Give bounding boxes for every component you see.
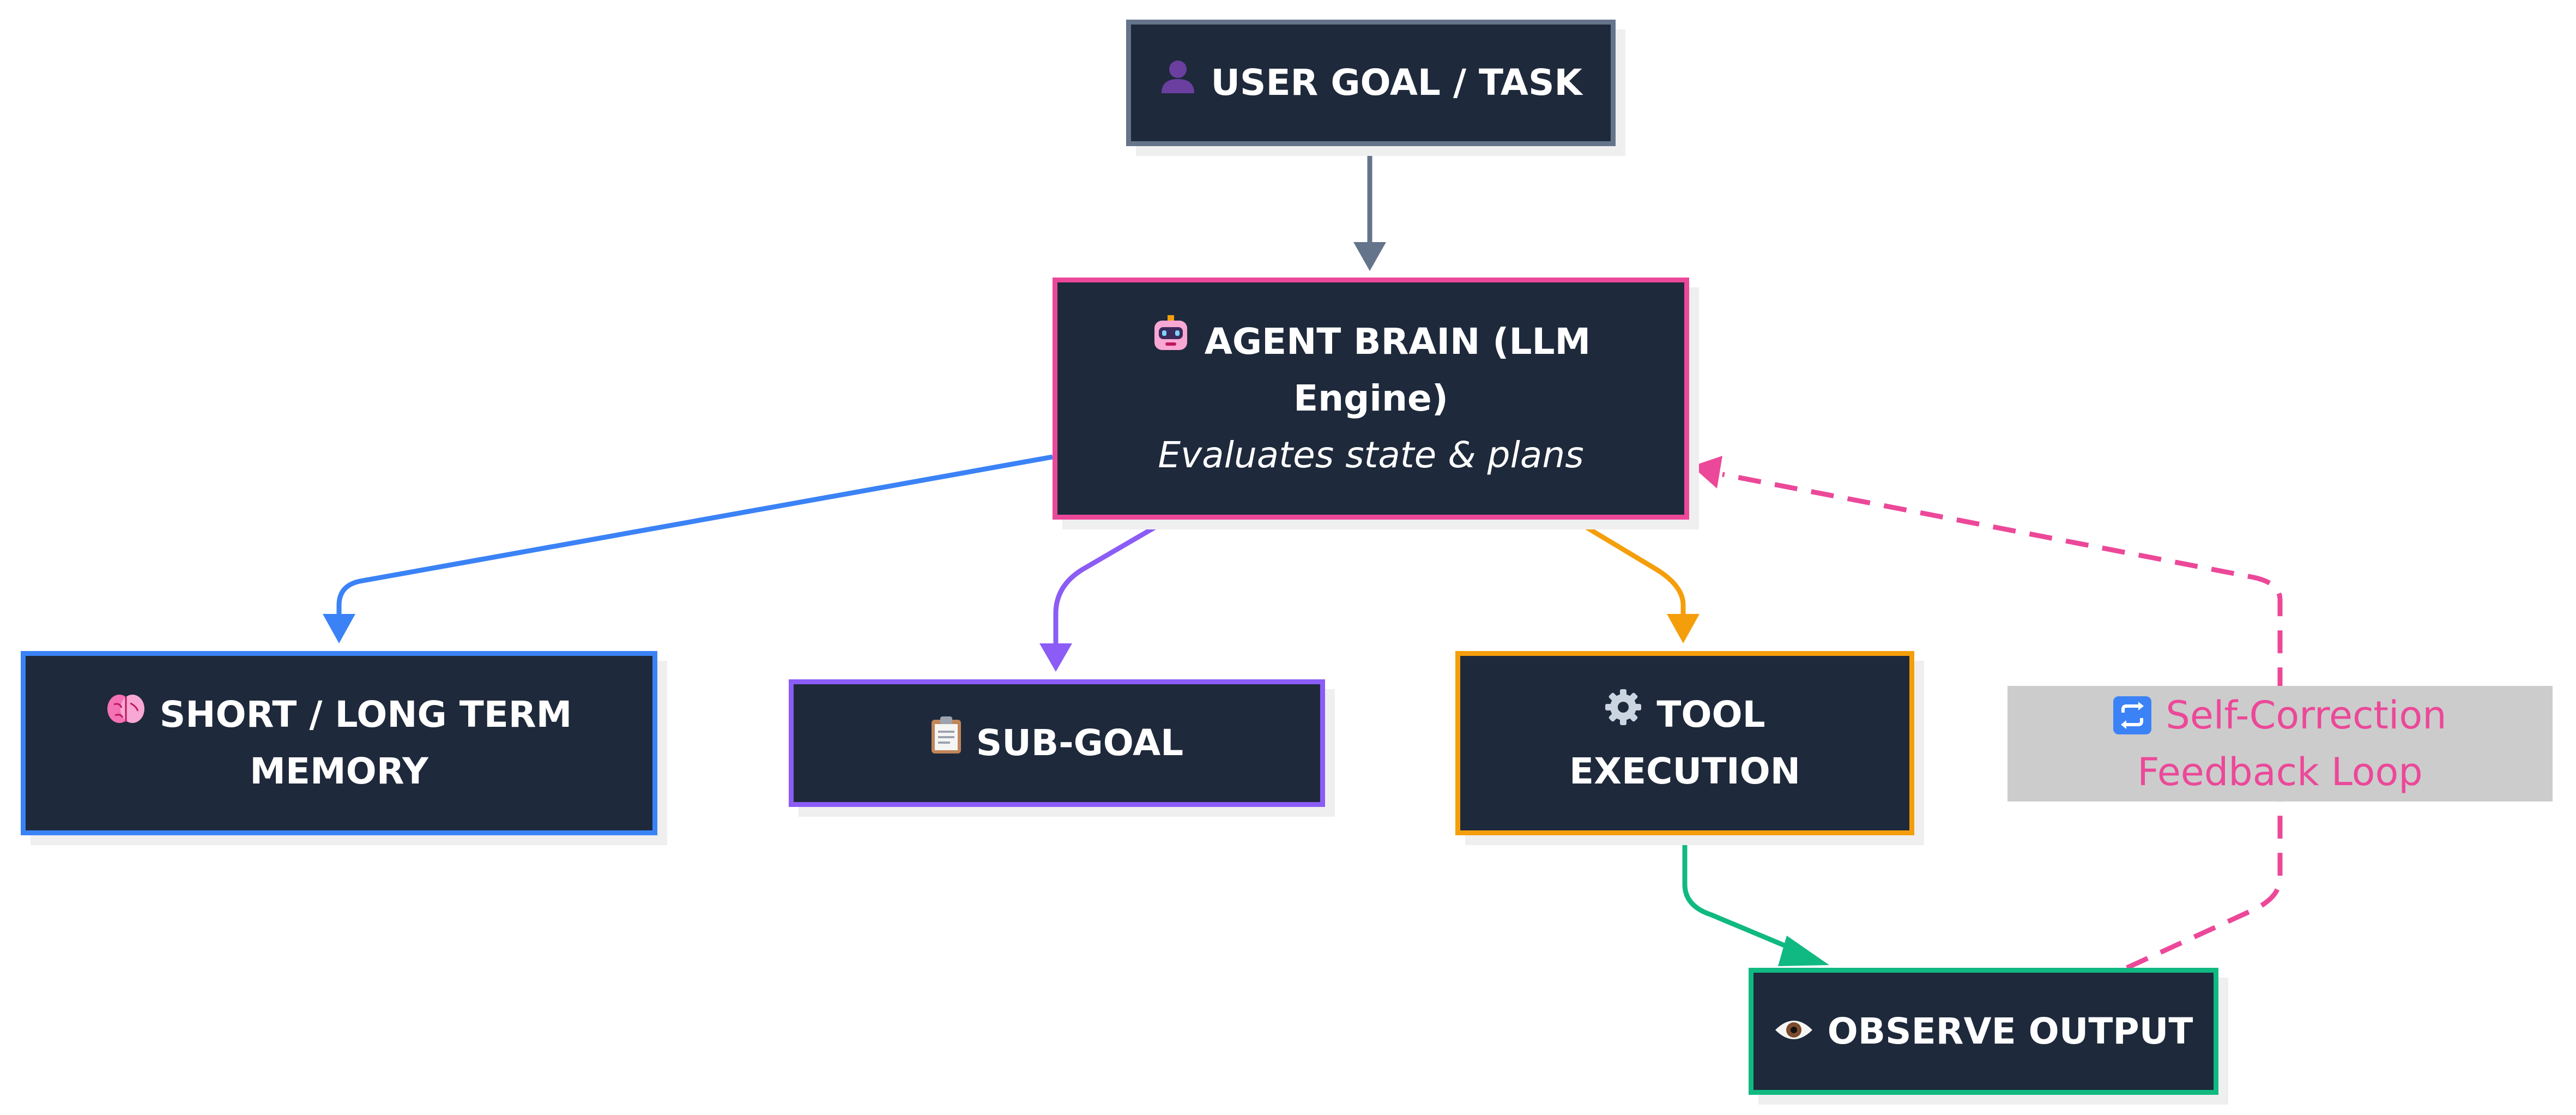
node-brain-label-line1: AGENT BRAIN (LLM: [1204, 321, 1591, 363]
edge-tool-to-observe: [1682, 835, 1829, 966]
brain-icon: [106, 686, 146, 743]
robot-icon: [1151, 314, 1190, 370]
clipboard-icon: [930, 715, 962, 772]
node-tool-label-line2: EXECUTION: [1569, 750, 1800, 792]
edge-brain-to-subgoal: [1039, 517, 1170, 672]
edge-brain-to-memory: [323, 454, 1053, 643]
edge-user-to-brain: [1353, 146, 1386, 271]
node-observe-output[interactable]: OBSERVE OUTPUT: [1749, 968, 2218, 1095]
node-user-label: USER GOAL / TASK: [1211, 62, 1582, 104]
node-memory[interactable]: SHORT / LONG TERM MEMORY: [21, 651, 657, 835]
node-brain-label-line2: Engine): [1293, 377, 1448, 419]
node-user-goal[interactable]: USER GOAL / TASK: [1126, 20, 1616, 146]
gear-icon: [1604, 686, 1642, 743]
edge-observe-to-brain-feedback: [1692, 456, 2283, 971]
user-silhouette-icon: [1159, 55, 1196, 111]
node-agent-brain[interactable]: AGENT BRAIN (LLM Engine) Evaluates state…: [1053, 278, 1689, 520]
node-subgoal-label: SUB-GOAL: [976, 722, 1184, 764]
edge-brain-to-tool: [1572, 517, 1700, 643]
repeat-loop-icon: [2113, 696, 2152, 734]
node-tool-execution[interactable]: TOOL EXECUTION: [1455, 651, 1914, 835]
node-memory-label-line1: SHORT / LONG TERM: [159, 694, 572, 736]
feedback-label-line1: Self-Correction: [2166, 693, 2447, 738]
feedback-label-line2: Feedback Loop: [2137, 750, 2423, 794]
feedback-loop-label: Self-Correction Feedback Loop: [2007, 686, 2553, 801]
node-brain-subtitle: Evaluates state & plans: [1158, 434, 1584, 476]
eye-icon: [1774, 1003, 1813, 1060]
node-observe-label: OBSERVE OUTPUT: [1827, 1010, 2193, 1052]
node-sub-goal[interactable]: SUB-GOAL: [789, 679, 1325, 807]
node-tool-label-line1: TOOL: [1656, 694, 1765, 736]
node-memory-label-line2: MEMORY: [250, 750, 428, 792]
